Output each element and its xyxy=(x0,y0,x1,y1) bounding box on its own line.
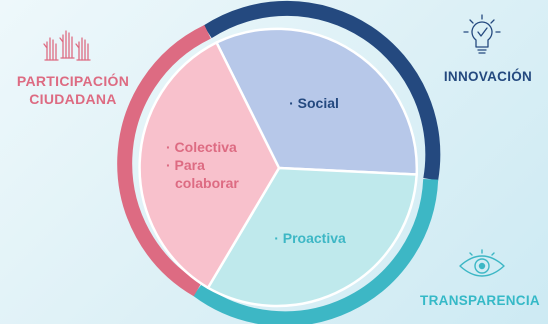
ring-arc-transparencia xyxy=(193,178,439,324)
slice-colectiva xyxy=(138,41,281,290)
slice-proactiva xyxy=(206,166,418,308)
ring-arc-innovacion xyxy=(203,0,441,181)
participacion-label-line1: PARTICIPACIÓN xyxy=(16,73,130,89)
transparencia-label: TRANSPARENCIA xyxy=(420,293,540,308)
slice-social xyxy=(215,27,419,176)
lightbulb-icon xyxy=(463,14,501,54)
segment-label-colaborar: colaborar xyxy=(175,175,239,191)
ring-arc-participacion xyxy=(117,25,211,297)
segment-label-para: · Para xyxy=(166,157,205,173)
participacion-label-line2: CIUDADANA xyxy=(29,91,117,107)
segment-label-social: · Social xyxy=(289,95,339,111)
segment-label-colectiva: · Colectiva xyxy=(166,139,237,155)
segment-label-proactiva: · Proactiva xyxy=(274,230,346,246)
innovacion-label: INNOVACIÓN xyxy=(443,69,533,84)
raised-hands-icon xyxy=(43,30,91,61)
participacion-ciudadana-label: PARTICIPACIÓN CIUDADANA xyxy=(2,72,144,108)
eye-icon xyxy=(459,249,505,277)
